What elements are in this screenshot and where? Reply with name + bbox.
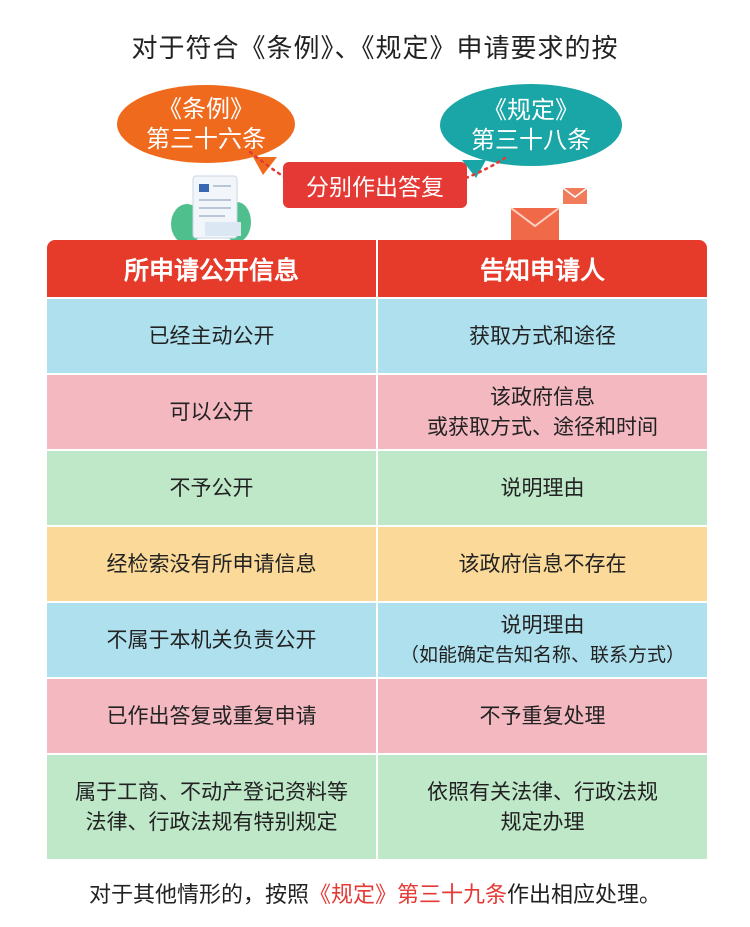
table-header: 所申请公开信息 告知申请人	[47, 240, 707, 297]
table-row: 不属于本机关负责公开 说明理由 （如能确定告知名称、联系方式）	[47, 601, 707, 677]
row-left-cell: 已作出答复或重复申请	[106, 704, 317, 728]
footer-highlight: 《规定》第三十九条	[308, 883, 507, 908]
table-row: 经检索没有所申请信息 该政府信息不存在	[47, 525, 707, 601]
row-right-cell: 依照有关法律、行政法规 规定办理	[376, 755, 707, 859]
row-left-cell: 不予公开	[169, 476, 254, 500]
row-right-line: 规定办理	[500, 810, 585, 834]
table-row: 属于工商、不动产登记资料等 法律、行政法规有特别规定 依照有关法律、行政法规 规…	[47, 753, 707, 859]
table-row: 可以公开 该政府信息 或获取方式、途径和时间	[47, 373, 707, 449]
footer-note: 对于其他情形的，按照《规定》第三十九条作出相应处理。	[0, 877, 750, 909]
table-row: 已作出答复或重复申请 不予重复处理	[47, 677, 707, 753]
reply-label: 分别作出答复	[283, 162, 467, 208]
row-left-line: 法律、行政法规有特别规定	[85, 810, 338, 834]
row-left-line: 属于工商、不动产登记资料等	[75, 780, 348, 804]
row-left-cell: 已经主动公开	[148, 324, 275, 348]
header-requested-info: 所申请公开信息	[123, 255, 299, 285]
bubble-right-line2: 第三十八条	[471, 126, 591, 154]
row-right-cell: 该政府信息不存在	[376, 527, 707, 601]
row-right-cell: 获取方式和途径	[376, 299, 707, 373]
row-right-line: 该政府信息	[490, 385, 595, 409]
row-right-cell: 说明理由 （如能确定告知名称、联系方式）	[376, 603, 707, 677]
row-right-line: 依照有关法律、行政法规	[427, 780, 658, 804]
header-notify-applicant: 告知申请人	[376, 240, 707, 297]
table-row: 已经主动公开 获取方式和途径	[47, 297, 707, 373]
row-right-cell: 该政府信息 或获取方式、途径和时间	[376, 375, 707, 449]
row-right-cell: 不予重复处理	[376, 679, 707, 753]
row-right-cell: 说明理由	[376, 451, 707, 525]
info-table: 所申请公开信息 告知申请人 已经主动公开 获取方式和途径 可以公开 该政府信息 …	[47, 240, 707, 859]
row-right-line: 说明理由	[500, 613, 585, 637]
regulation-bubble-right: 《规定》 第三十八条	[440, 84, 622, 178]
page-title: 对于符合《条例》、《规定》申请要求的按	[131, 34, 619, 64]
footer-text-before: 对于其他情形的，按照	[88, 883, 309, 908]
document-icon	[171, 175, 251, 242]
row-left-cell: 不属于本机关负责公开	[106, 628, 317, 652]
table-row: 不予公开 说明理由	[47, 449, 707, 525]
footer-text-after: 作出相应处理。	[507, 883, 662, 908]
bubble-right-line1: 《规定》	[483, 96, 579, 124]
bubble-left-line1: 《条例》	[158, 95, 254, 123]
row-left-cell: 属于工商、不动产登记资料等 法律、行政法规有特别规定	[47, 755, 376, 859]
row-left-cell: 可以公开	[169, 400, 254, 424]
bubble-left-line2: 第三十六条	[146, 125, 266, 153]
row-left-cell: 经检索没有所申请信息	[106, 552, 317, 576]
row-right-line: 或获取方式、途径和时间	[427, 415, 658, 439]
regulation-bubble-left: 《条例》 第三十六条	[117, 85, 295, 175]
envelope-icon	[510, 187, 588, 242]
row-right-line: （如能确定告知名称、联系方式）	[399, 644, 685, 666]
